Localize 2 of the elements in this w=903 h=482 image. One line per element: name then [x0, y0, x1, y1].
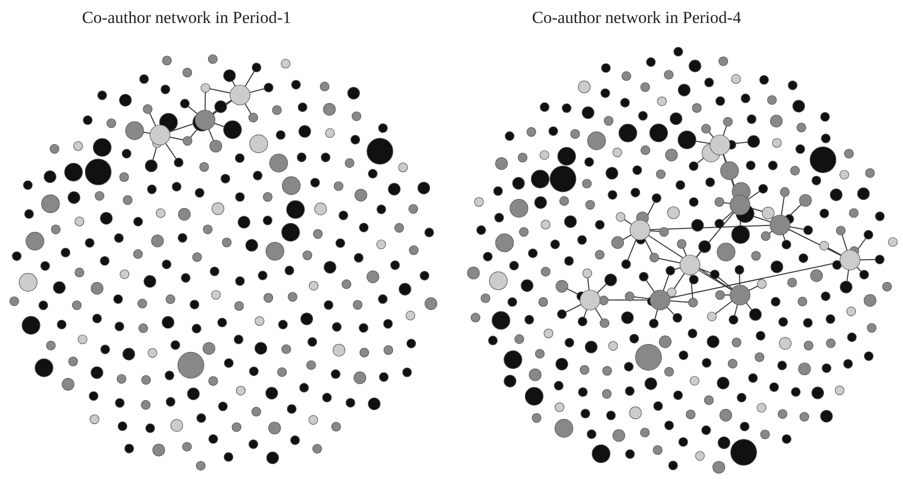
- panel-title: Co-author network in Period-4: [532, 8, 742, 28]
- panel-title: Co-author network in Period-1: [82, 8, 292, 28]
